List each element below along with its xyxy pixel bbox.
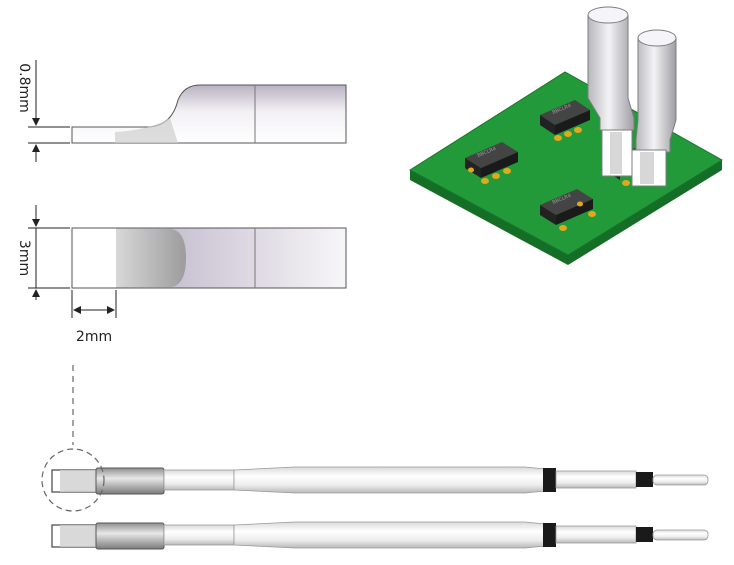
thickness-label: 0.8mm (16, 63, 32, 113)
tip-top-view: 3mm 2mm (16, 205, 347, 345)
tip-top-bevel (116, 229, 186, 287)
soldering-tip-lower (51, 521, 709, 550)
width-label: 3mm (16, 240, 32, 276)
tip-side-view: 0.8mm (16, 60, 347, 162)
tip-pin-right (631, 29, 677, 187)
dimension-thickness (28, 60, 70, 162)
ic-chip: BBCLR4 (540, 100, 590, 141)
upper-band-1 (543, 468, 556, 492)
pcb-illustration: BBCLR4 BBCLR4 BBCLR4 (409, 6, 723, 265)
tip-pin-left (587, 6, 635, 177)
lower-band-1 (543, 523, 556, 547)
dimension-width (28, 205, 117, 318)
lower-band-2 (636, 527, 653, 542)
soldering-tip-upper (51, 466, 709, 495)
tip-side-body (71, 84, 347, 144)
detail-circle (41, 448, 105, 512)
length-label: 2mm (76, 329, 112, 345)
pcb-board-side (410, 160, 722, 265)
tip-side-shadow (115, 118, 178, 143)
upper-band-2 (636, 472, 653, 487)
